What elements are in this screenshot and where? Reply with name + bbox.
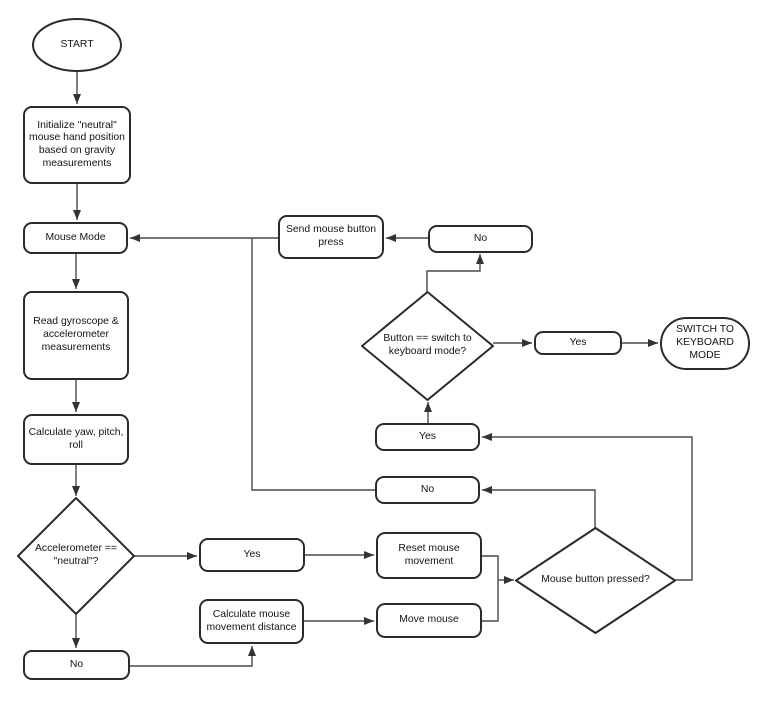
node-initialize-neutral-position: Initialize "neutral" mouse hand position… (23, 106, 131, 184)
node-move-mouse: Move mouse (376, 603, 482, 638)
edge-pressed-decision-to-yes (482, 433, 693, 581)
mouse-button-pressed-decision-shape (515, 527, 676, 634)
node-reset-mouse-movement: Reset mouse movement (376, 532, 482, 579)
edge-switch-decision-to-no (426, 254, 484, 292)
button-switch-keyboard-decision-shape (361, 291, 494, 401)
node-calculate-yaw-pitch-roll: Calculate yaw, pitch, roll (23, 414, 129, 465)
edge-pressed-decision-to-no (482, 486, 596, 528)
node-yes-neutral-branch: Yes (199, 538, 305, 572)
node-switch-to-keyboard-mode-terminator: SWITCH TO KEYBOARD MODE (660, 317, 750, 370)
node-no-pressed-branch: No (375, 476, 480, 504)
decision-accelerometer-neutral-label: Accelerometer == "neutral"? (34, 543, 117, 567)
decision-mouse-button-pressed-label: Mouse button pressed? (541, 574, 650, 586)
node-calculate-mouse-movement-distance: Calculate mouse movement distance (199, 599, 304, 644)
node-send-mouse-button-press: Send mouse button press (278, 215, 384, 259)
node-yes-pressed-branch: Yes (375, 423, 480, 451)
node-start-terminator: START (32, 18, 122, 72)
accelerometer-neutral-decision-shape (17, 497, 135, 615)
edge-reset-movement-merge (482, 555, 499, 580)
edge-no-pressed-to-mouse-mode (251, 238, 375, 491)
node-no-switch-branch: No (428, 225, 533, 253)
decision-button-switch-keyboard-label: Button == switch to keyboard mode? (383, 333, 472, 357)
node-no-neutral-branch: No (23, 650, 130, 680)
edge-move-mouse-merge (482, 580, 499, 622)
edge-no-to-calc-distance (130, 646, 256, 667)
node-read-gyroscope-accelerometer: Read gyroscope & accelerometer measureme… (23, 291, 129, 380)
node-mouse-mode: Mouse Mode (23, 222, 128, 254)
node-yes-switch-branch: Yes (534, 331, 622, 355)
